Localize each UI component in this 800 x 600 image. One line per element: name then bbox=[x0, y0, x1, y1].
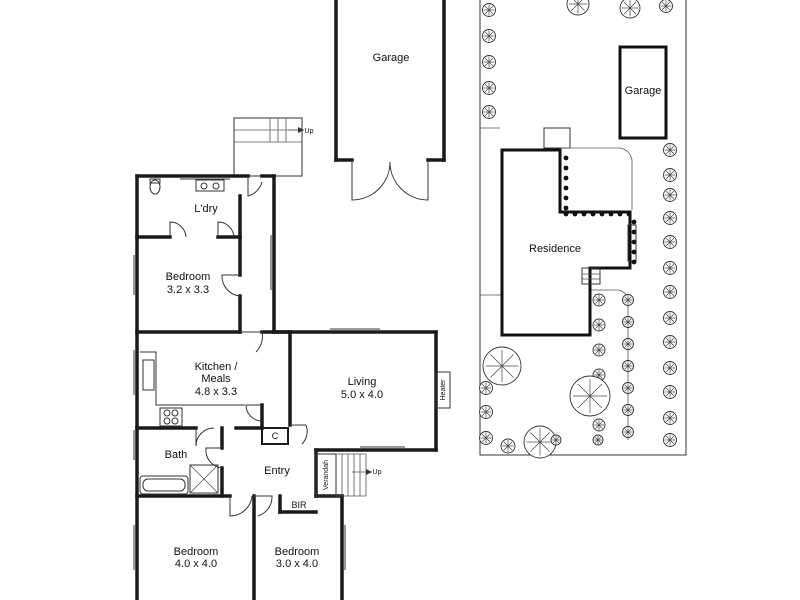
tree-symbol bbox=[619, 0, 641, 19]
tree-symbol bbox=[622, 404, 634, 416]
kitchen-label-2: Meals bbox=[201, 373, 231, 385]
tree-symbol bbox=[479, 405, 493, 419]
tree-symbol bbox=[622, 338, 634, 350]
verandah-label: Verandah bbox=[323, 460, 330, 490]
hedge-dot bbox=[563, 195, 569, 201]
residence-label: Residence bbox=[529, 243, 581, 255]
tree-symbol bbox=[659, 0, 673, 13]
heater-label: Heater bbox=[440, 379, 447, 401]
fixtures bbox=[139, 178, 451, 495]
tree-symbol bbox=[663, 188, 677, 202]
tree-symbol bbox=[663, 211, 677, 225]
tree-symbol bbox=[566, 0, 590, 16]
kitchen-size: 4.8 x 3.3 bbox=[195, 386, 237, 398]
cupboard-label: C bbox=[272, 431, 279, 441]
kitchen-label: Kitchen / bbox=[195, 361, 239, 373]
hedge-dot bbox=[563, 155, 569, 161]
tree-symbol bbox=[663, 168, 677, 182]
bedroom2-label: Bedroom bbox=[174, 546, 219, 558]
door-swings bbox=[169, 176, 317, 517]
hedge-dot bbox=[563, 165, 569, 171]
tree-symbol bbox=[663, 261, 677, 275]
site-garage-label: Garage bbox=[625, 85, 662, 97]
tree-symbol bbox=[592, 418, 606, 432]
verandah bbox=[315, 453, 372, 497]
living-label: Living bbox=[348, 376, 377, 388]
site-plan bbox=[479, 0, 687, 456]
interior-walls bbox=[135, 194, 318, 600]
tree-symbol bbox=[500, 438, 516, 454]
tree-symbol bbox=[663, 335, 677, 349]
hedge-dot bbox=[631, 219, 637, 225]
garage-structure bbox=[334, 0, 446, 201]
laundry-label: L'dry bbox=[194, 203, 218, 215]
hedge-dot bbox=[590, 211, 596, 217]
tree-symbol bbox=[569, 375, 611, 417]
tree-symbol bbox=[482, 55, 496, 69]
tree-symbol bbox=[482, 81, 496, 95]
living-size: 5.0 x 4.0 bbox=[341, 389, 383, 401]
hedge-dot bbox=[617, 211, 623, 217]
tree-symbol bbox=[482, 346, 522, 386]
hedge-dots bbox=[563, 155, 637, 265]
hedge-dot bbox=[563, 175, 569, 181]
bedroom3-label: Bedroom bbox=[275, 546, 320, 558]
tree-symbol bbox=[622, 294, 634, 306]
hedge-dot bbox=[631, 249, 637, 255]
entry-label: Entry bbox=[264, 465, 290, 477]
tree-symbol bbox=[622, 316, 634, 328]
verandah-stairs-up-label: Up bbox=[373, 469, 382, 476]
tree-symbol bbox=[592, 434, 604, 446]
hedge-dot bbox=[631, 239, 637, 245]
bir-label: BIR bbox=[291, 500, 307, 510]
tree-symbol bbox=[592, 293, 606, 307]
hedge-dot bbox=[563, 185, 569, 191]
hedge-dot bbox=[572, 211, 578, 217]
tree-symbol bbox=[523, 425, 557, 459]
rear-stairs bbox=[233, 117, 304, 177]
tree-symbol bbox=[663, 143, 677, 157]
hedge-dot bbox=[581, 211, 587, 217]
tree-symbol bbox=[663, 361, 677, 375]
hedge-dot bbox=[631, 229, 637, 235]
bedroom3-size: 3.0 x 4.0 bbox=[276, 558, 318, 570]
tree-symbol bbox=[663, 433, 677, 447]
hedge-dot bbox=[563, 211, 569, 217]
tree-symbol bbox=[663, 235, 677, 249]
tree-symbol bbox=[663, 411, 677, 425]
tree-symbol bbox=[663, 285, 677, 299]
tree-symbol bbox=[482, 3, 496, 17]
tree-symbol bbox=[592, 318, 606, 332]
hedge-dot bbox=[608, 211, 614, 217]
bedroom2-size: 4.0 x 4.0 bbox=[175, 558, 217, 570]
tree-symbol bbox=[622, 360, 634, 372]
tree-symbol bbox=[622, 382, 634, 394]
tree-symbol bbox=[482, 29, 496, 43]
tree-symbol bbox=[479, 431, 493, 445]
bedroom1-size: 3.2 x 3.3 bbox=[167, 284, 209, 296]
tree-symbol bbox=[663, 385, 677, 399]
tree-symbol bbox=[482, 105, 496, 119]
stairs-up-label: Up bbox=[305, 128, 314, 135]
tree-symbol bbox=[663, 311, 677, 325]
tree-symbol bbox=[550, 434, 562, 446]
hedge-dot bbox=[599, 211, 605, 217]
garage-label: Garage bbox=[373, 52, 410, 64]
trees bbox=[479, 0, 677, 459]
bath-label: Bath bbox=[165, 449, 188, 461]
house-walls bbox=[133, 174, 438, 600]
hedge-dot bbox=[563, 205, 569, 211]
hedge-dot bbox=[626, 211, 632, 217]
tree-symbol bbox=[622, 426, 634, 438]
hedge-dot bbox=[631, 259, 637, 265]
bedroom1-label: Bedroom bbox=[166, 271, 211, 283]
tree-symbol bbox=[592, 343, 606, 357]
tree-symbol bbox=[479, 381, 493, 395]
